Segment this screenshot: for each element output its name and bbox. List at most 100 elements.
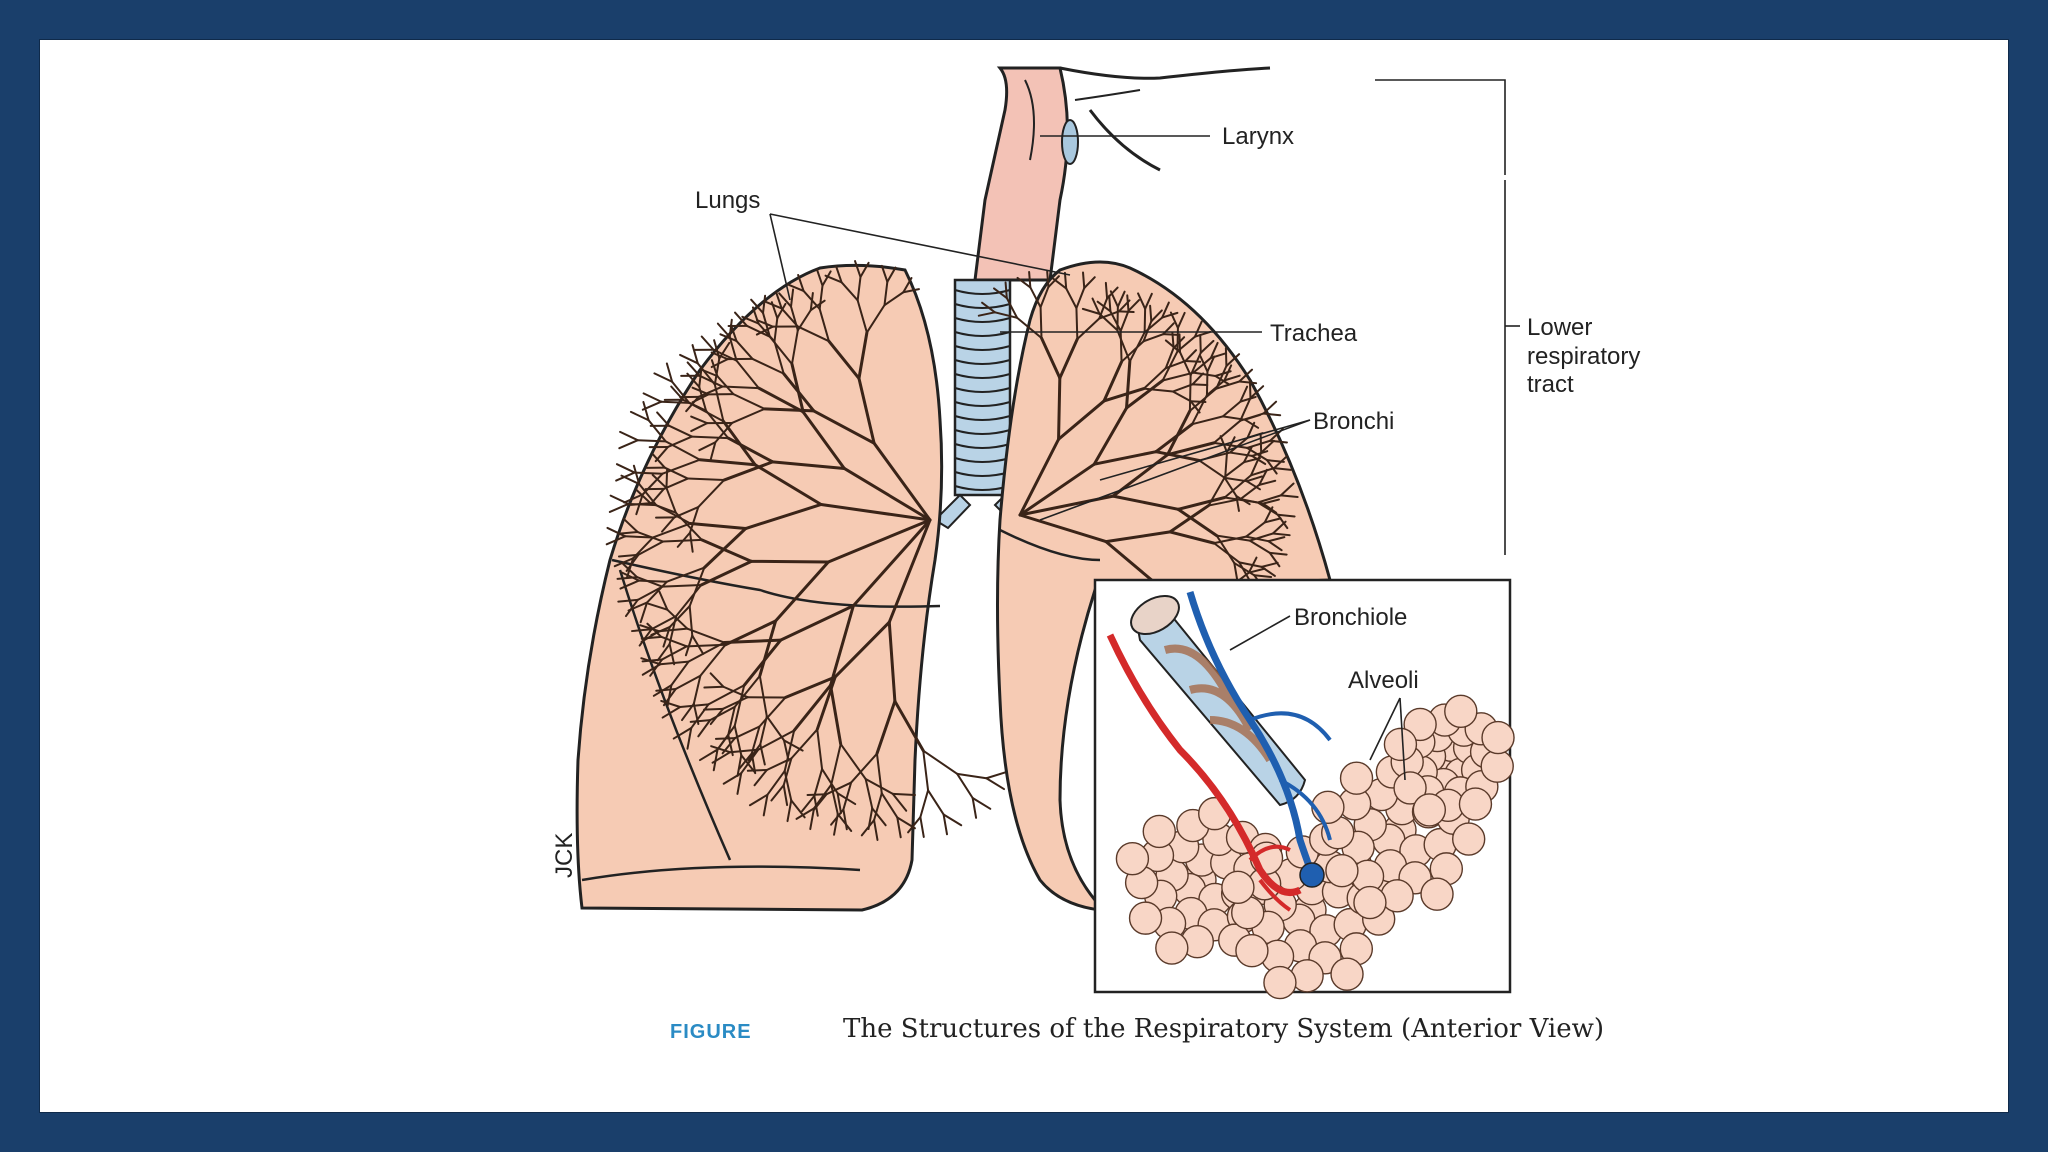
bronchial-branch [637, 540, 665, 556]
bronchial-branch [700, 538, 753, 563]
bronchial-branch [1018, 513, 1108, 544]
bronchial-branch [741, 315, 760, 325]
bronchial-branch [891, 792, 917, 796]
bronchial-branch [679, 353, 699, 365]
bronchial-branch [1142, 367, 1167, 390]
bronchial-branch [709, 707, 725, 726]
bronchial-branch [672, 727, 693, 740]
bronchial-branch [896, 816, 902, 839]
bronchial-branch [624, 598, 639, 618]
bronchial-branch [733, 724, 743, 757]
bronchial-branch [1268, 551, 1281, 568]
bronchial-branch [1191, 383, 1209, 387]
bronchial-branch [1144, 292, 1153, 310]
bronchial-branch [907, 816, 922, 834]
bronchial-branch [727, 705, 736, 736]
bronchial-branch [625, 553, 640, 572]
bronchial-branch [1199, 339, 1215, 354]
bronchial-branch [664, 440, 701, 461]
bronchial-branch [873, 819, 879, 841]
bronchial-branch [661, 516, 676, 533]
bronchial-branch [1109, 290, 1119, 308]
bronchial-branch [1239, 483, 1261, 501]
bronchial-branch [753, 463, 823, 506]
bronchial-branch [1258, 479, 1277, 486]
bronchial-branch [731, 407, 766, 424]
bronchial-branch [830, 743, 842, 786]
bronchial-branch [605, 535, 627, 546]
trachea-ring [954, 345, 1011, 351]
bronchial-branch [864, 778, 894, 795]
bronchial-branch [809, 299, 826, 312]
bronchial-branch [1137, 292, 1147, 310]
bronchial-branch [790, 305, 799, 332]
bronchial-branch [636, 585, 664, 601]
alveolus [1383, 727, 1418, 762]
bronchial-branch [1247, 556, 1258, 574]
bronchial-branch [690, 703, 710, 730]
bronchial-branch [688, 566, 706, 608]
bronchial-branch [629, 502, 652, 506]
bronchial-branch [652, 684, 673, 697]
bronchial-branch [782, 784, 789, 807]
bronchial-branch [764, 300, 783, 310]
bronchial-branch [1192, 371, 1217, 377]
bronchial-branch [622, 563, 638, 579]
bronchial-branch [617, 531, 639, 535]
bronchial-branch [790, 728, 819, 760]
bronchial-branch [1162, 333, 1179, 336]
bronchial-branch [746, 768, 768, 772]
bronchial-branch [821, 768, 839, 795]
bronchial-branch [766, 770, 786, 796]
bronchial-branch [887, 518, 932, 624]
bronchial-branch [776, 302, 787, 320]
bronchial-branch [768, 335, 793, 366]
label-lungs: Lungs [695, 187, 760, 214]
bronchial-branch [690, 435, 730, 440]
bronchial-branch [631, 628, 653, 633]
bronchial-branch [1242, 457, 1261, 464]
bronchial-branch [1039, 336, 1062, 380]
bronchial-branch [665, 468, 669, 489]
alveolus [1235, 933, 1269, 968]
bronchial-branch [735, 339, 754, 360]
bronchial-branch [1081, 307, 1101, 315]
alveolus [1330, 957, 1364, 991]
bronchial-branch [1199, 355, 1209, 373]
bronchial-branch [1104, 540, 1156, 584]
bronchial-branch [985, 770, 1008, 780]
bronchial-branch [665, 566, 706, 583]
bronchial-branch [1154, 422, 1194, 454]
bronchial-branch [1191, 415, 1224, 426]
bronchial-branch [875, 752, 883, 795]
bronchial-branch [1248, 532, 1274, 542]
bronchial-branch [670, 660, 690, 687]
bronchial-branch [1166, 441, 1216, 457]
bronchial-branch [886, 266, 897, 283]
bronchial-branch [714, 737, 736, 740]
bronchial-branch [1179, 351, 1192, 377]
label-bronchiole: Bronchiole [1294, 604, 1407, 631]
bronchial-branch [703, 685, 725, 689]
alveolus [1420, 877, 1454, 911]
bronchial-branch [1223, 364, 1233, 382]
bronchial-branch [1207, 475, 1227, 507]
bronchial-branch [1092, 406, 1129, 466]
bronchial-branch [883, 291, 905, 307]
bronchial-branch [1245, 535, 1270, 543]
bronchial-branch [1168, 530, 1216, 545]
bronchial-branch [690, 422, 709, 433]
bronchial-branch [636, 531, 665, 543]
bronchial-branch [1260, 561, 1279, 568]
bronchial-branch [1188, 387, 1218, 412]
bronchial-branch [718, 341, 731, 360]
bronchial-branch [1109, 310, 1122, 332]
bronchial-branch [692, 674, 702, 705]
bronchial-branch [1262, 400, 1278, 415]
bronchial-branch [865, 304, 886, 334]
bronchial-branch [919, 816, 925, 838]
trachea-ring [954, 443, 1011, 449]
bronchial-branch [1250, 450, 1269, 457]
bronchial-branch [993, 311, 1019, 319]
bronchial-branch [697, 385, 724, 398]
